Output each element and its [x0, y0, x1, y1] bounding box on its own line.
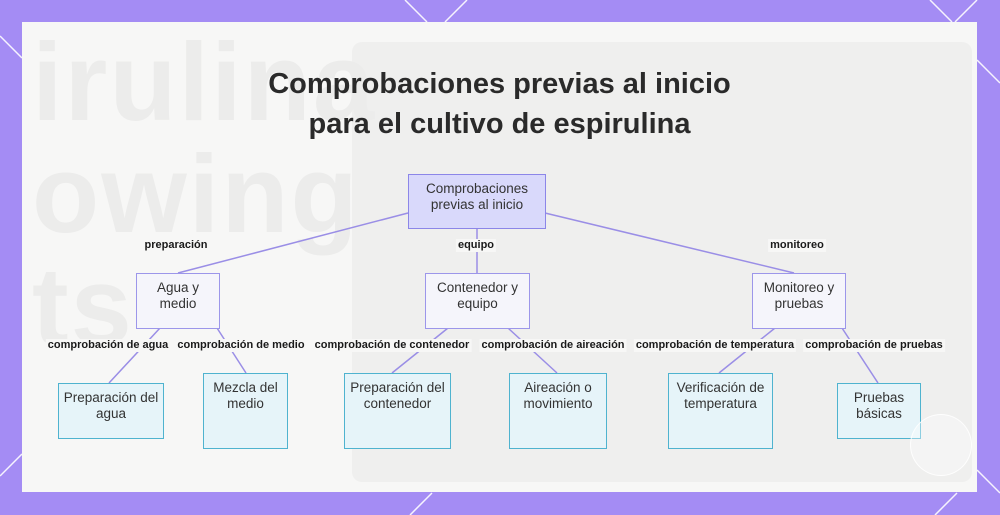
node-mezcla-medio: Mezcla del medio [203, 373, 288, 449]
node-verificacion-temperatura: Verificación de temperatura [668, 373, 773, 449]
edge-lines [108, 212, 879, 384]
edge-label-comprobacion-temperatura: comprobación de temperatura [633, 339, 797, 352]
edge-preparacion [177, 212, 409, 274]
title-line-1: Comprobaciones previas al inicio [268, 68, 731, 100]
node-aireacion-movimiento: Aireación o movimiento [509, 373, 607, 449]
edge-label-comprobacion-medio: comprobación de medio [175, 339, 307, 352]
node-monitoreo-pruebas: Monitoreo y pruebas [752, 273, 846, 329]
edge-label-comprobacion-aireacion: comprobación de aireación [479, 339, 627, 352]
edge-comprobacion-pruebas [841, 327, 879, 384]
title-line-2: para el cultivo de espirulina [308, 108, 691, 140]
node-root: Comprobaciones previas al inicio [408, 174, 546, 229]
node-preparacion-contenedor: Preparación del contenedor [344, 373, 451, 449]
node-contenedor-equipo: Contenedor y equipo [425, 273, 530, 329]
edge-label-comprobacion-pruebas: comprobación de pruebas [803, 339, 945, 352]
edge-label-comprobacion-contenedor: comprobación de contenedor [312, 339, 472, 352]
node-preparacion-agua: Preparación del agua [58, 383, 164, 439]
diagram-card: irulina owing ts Comprobaciones previas … [22, 22, 977, 492]
node-agua-medio: Agua y medio [136, 273, 220, 329]
edge-label-comprobacion-agua: comprobación de agua [45, 339, 171, 352]
edge-label-preparacion: preparación [142, 239, 210, 252]
edge-comprobacion-agua [108, 327, 161, 384]
edge-label-monitoreo: monitoreo [768, 239, 826, 252]
node-pruebas-basicas: Pruebas básicas [837, 383, 921, 439]
diagram-title: Comprobaciones previas al inicio para el… [22, 64, 977, 144]
edge-monitoreo [544, 212, 795, 274]
watermark-logo [910, 414, 972, 476]
edge-label-equipo: equipo [455, 239, 497, 252]
